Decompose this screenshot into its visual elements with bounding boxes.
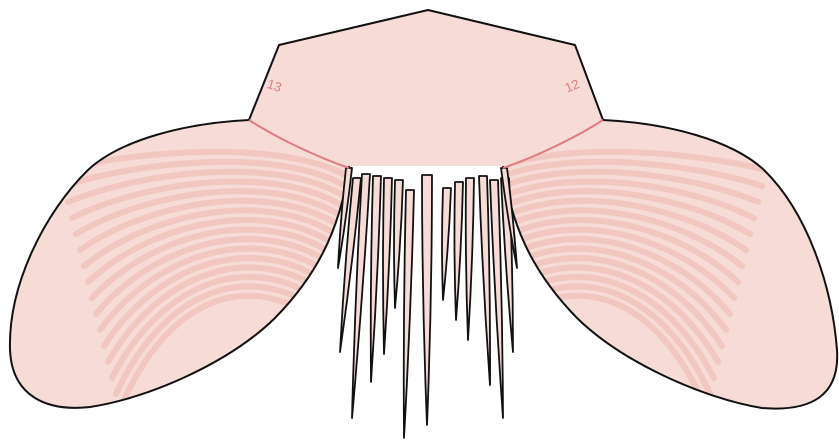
- center-spike: [490, 180, 503, 418]
- right-wing: [481, 120, 837, 410]
- top-cap-body: [249, 10, 603, 166]
- center-spike: [422, 175, 432, 425]
- top-cap: [249, 10, 603, 168]
- center-spike: [466, 178, 474, 340]
- center-spike: [442, 188, 451, 300]
- center-spike: [383, 178, 392, 354]
- center-spike: [394, 180, 403, 308]
- center-spike: [404, 190, 414, 438]
- left-wing: [10, 120, 349, 410]
- center-spikes: [338, 168, 517, 438]
- center-spike: [371, 176, 381, 382]
- center-spike: [454, 182, 463, 320]
- center-spike: [479, 176, 490, 385]
